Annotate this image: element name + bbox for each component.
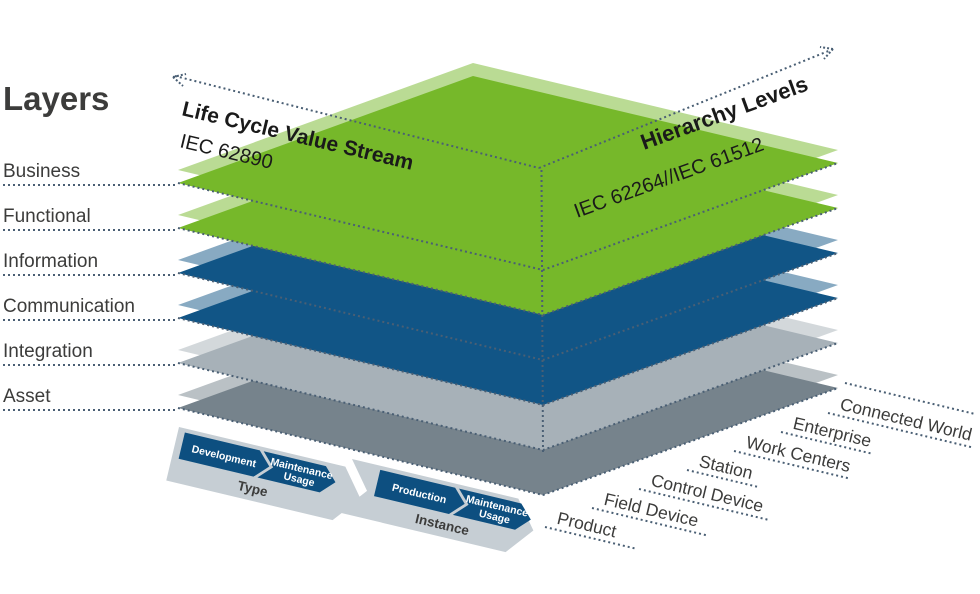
layer-label-functional: Functional bbox=[3, 206, 177, 231]
hierarchy-level-text: Product bbox=[555, 508, 618, 541]
hierarchy-separator-dots bbox=[686, 469, 759, 488]
phase-step-maintenance-usage bbox=[257, 451, 336, 493]
phase-step-production bbox=[373, 469, 465, 514]
layer-label-integration: Integration bbox=[3, 341, 177, 366]
layer-plate bbox=[178, 76, 838, 270]
layer-label-text: Information bbox=[3, 251, 98, 272]
layer-label-information: Information bbox=[3, 251, 177, 276]
hierarchy-separator-dots bbox=[544, 526, 636, 550]
layer-label-text: Functional bbox=[3, 206, 91, 227]
layer-business bbox=[177, 63, 839, 272]
lifecycle-axis-arrow-icon bbox=[172, 73, 187, 87]
layer-label-text: Asset bbox=[3, 386, 51, 407]
layer-label-text: Communication bbox=[3, 296, 135, 317]
layer-label-asset: Asset bbox=[3, 386, 177, 411]
hierarchy-separator-dots bbox=[780, 431, 872, 455]
phase-step-development bbox=[178, 432, 270, 477]
layer-edge-dots bbox=[177, 387, 839, 497]
hierarchy-separator-dots-top bbox=[844, 382, 975, 415]
layer-label-text: Business bbox=[3, 161, 80, 182]
layer-label-text: Integration bbox=[3, 341, 93, 362]
layer-label-business: Business bbox=[3, 161, 177, 186]
layers-axis-title: Layers bbox=[3, 80, 109, 117]
layer-label-list: BusinessFunctionalInformationCommunicati… bbox=[3, 161, 177, 411]
phase-label-text: Type bbox=[236, 478, 270, 500]
layer-label-communication: Communication bbox=[3, 296, 177, 321]
phase-step-maintenance-usage bbox=[452, 488, 531, 530]
hierarchy-separator-dots bbox=[638, 488, 769, 521]
axis-lines bbox=[172, 46, 834, 453]
hierarchy-level-text: Station bbox=[697, 451, 755, 483]
layer-stack bbox=[177, 63, 839, 497]
front-corner-line bbox=[540, 169, 544, 453]
